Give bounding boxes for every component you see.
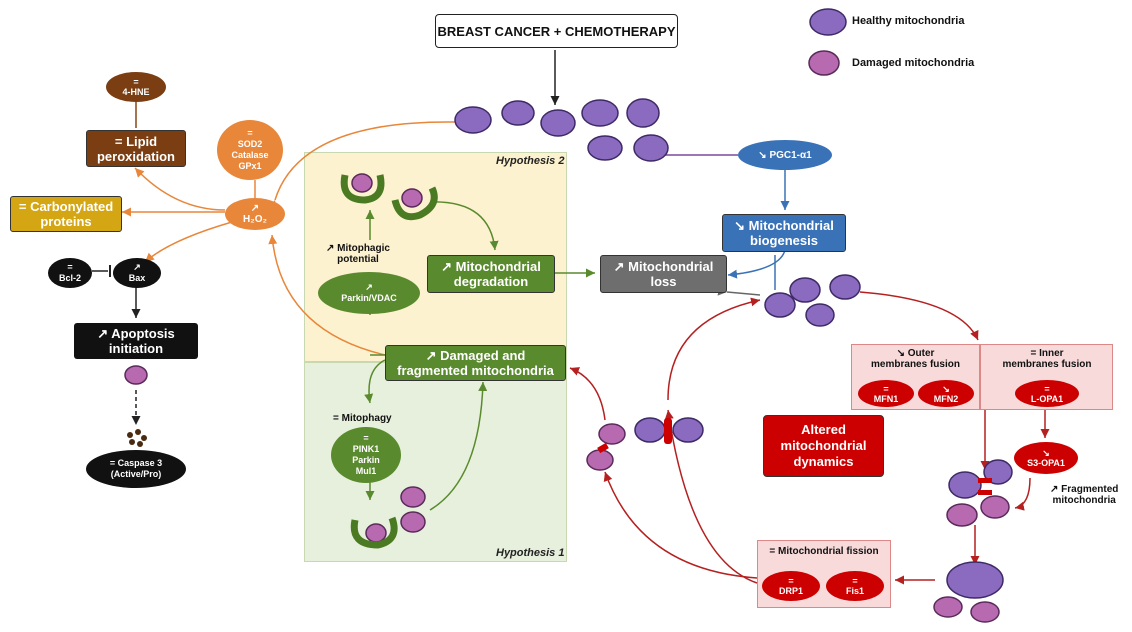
inner-fusion-label: = Inner membranes fusion [1002, 348, 1092, 370]
hypothesis-1-label: Hypothesis 1 [496, 547, 565, 559]
mitophagy-label: = Mitophagy [333, 413, 392, 424]
parkin-vdac-ellipse: ↗ Parkin/VDAC [318, 272, 420, 314]
drp1-ellipse: = DRP1 [762, 571, 820, 601]
breast-cancer-chemotherapy-box: BREAST CANCER + CHEMOTHERAPY [435, 14, 678, 48]
mitophagic-potential-label: ↗ Mitophagic potential [326, 243, 390, 265]
autophagosome-group [340, 174, 438, 549]
mfn2-ellipse: ↘ MFN2 [918, 380, 974, 407]
mitochondrial-loss-box: ↗ Mitochondrial loss [600, 255, 727, 293]
outer-fusion-label: ↘ Outer membranes fusion [871, 348, 960, 370]
apoptosis-initiation-box: ↗ Apoptosis initiation [74, 323, 198, 359]
l-opa1-ellipse: = L-OPA1 [1015, 380, 1079, 407]
hne-ellipse: = 4-HNE [106, 72, 166, 102]
caspase-dots [127, 429, 147, 447]
pink1-parkin-mul1-ellipse: = PINK1 Parkin Mul1 [331, 427, 401, 483]
damaged-fragmented-box: ↗ Damaged and fragmented mitochondria [385, 345, 566, 381]
altered-dynamics-box: Altered mitochondrial dynamics [763, 415, 884, 477]
h2o2-ellipse: ↗ H₂O₂ [225, 198, 285, 230]
antioxidant-enzymes-ellipse: = SOD2 Catalase GPx1 [217, 120, 283, 180]
mfn1-ellipse: = MFN1 [858, 380, 914, 407]
fis1-ellipse: = Fis1 [826, 571, 884, 601]
mitochondrial-biogenesis-box: ↘ Mitochondrial biogenesis [722, 214, 846, 252]
carbonylated-proteins-box: = Carbonylated proteins [10, 196, 122, 232]
pgc1-alpha1-ellipse: ↘ PGC1-α1 [738, 140, 832, 170]
fission-label: = Mitochondrial fission [769, 546, 879, 557]
fragmented-mitochondria-label: ↗ Fragmented mitochondria [1050, 484, 1119, 506]
mitochondrial-degradation-box: ↗ Mitochondrial degradation [427, 255, 555, 293]
s3-opa1-ellipse: ↘ S3-OPA1 [1014, 442, 1078, 474]
caspase-3-ellipse: = Caspase 3 (Active/Pro) [86, 450, 186, 488]
bcl2-ellipse: = Bcl-2 [48, 258, 92, 288]
damaged-mitochondria-group [124, 50, 1010, 623]
hypothesis-2-label: Hypothesis 2 [496, 155, 565, 167]
lipid-peroxidation-box: = Lipid peroxidation [86, 130, 186, 167]
bax-ellipse: ↗ Bax [113, 258, 161, 288]
healthy-mitochondria-group [454, 8, 1013, 599]
legend-damaged-label: Damaged mitochondria [852, 57, 975, 69]
legend-healthy-label: Healthy mitochondria [852, 15, 965, 27]
